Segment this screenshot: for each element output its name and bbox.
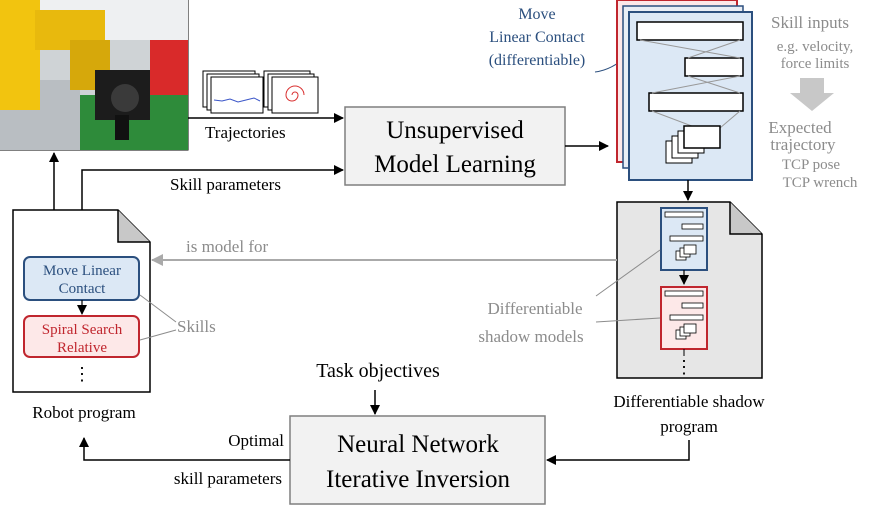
neural-network-inversion-box: Neural Network Iterative Inversion <box>289 415 546 505</box>
robot-arm-photo <box>0 0 189 151</box>
skill-inputs-line1: Skill inputs <box>771 13 849 32</box>
skill-spiral-line2: Relative <box>57 340 107 356</box>
nn-title-line2: Iterative Inversion <box>326 466 510 493</box>
shadow-to-nn-arrow <box>546 440 690 465</box>
skill-parameters-arrow <box>81 165 344 210</box>
robot-program-label: Robot program <box>32 403 135 422</box>
shadow-program-document: ⋮ <box>616 201 763 379</box>
expected-line3: TCP pose <box>782 157 841 173</box>
trajectories-label: Trajectories <box>205 123 286 142</box>
skill-inputs-line3: force limits <box>781 56 850 72</box>
expected-line1: Expected <box>768 118 832 137</box>
move-label-line3: (differentiable) <box>489 52 586 69</box>
skill-spiral-search-relative <box>23 315 140 358</box>
diff-shadow-models-line1: Differentiable <box>487 299 582 318</box>
unsupervised-title-line1: Unsupervised <box>386 117 524 144</box>
is-model-for-label: is model for <box>186 237 268 256</box>
move-label-line2: Linear Contact <box>489 29 585 46</box>
skill-spiral-line1: Spiral Search <box>42 322 123 338</box>
skills-label: Skills <box>177 317 216 336</box>
nn-title-line1: Neural Network <box>337 431 499 458</box>
robot-program-document: Move Linear Contact Spiral Search Relati… <box>12 209 151 393</box>
trajectory-plot-icon <box>202 70 264 114</box>
skill-parameters-label: Skill parameters <box>170 175 281 194</box>
optimal-label: Optimal <box>228 431 284 450</box>
differentiable-model-network <box>616 0 753 181</box>
skill-move-line2: Contact <box>59 281 106 297</box>
down-arrow-icon <box>790 78 834 111</box>
shadow-ellipsis: ⋮ <box>675 357 693 377</box>
skill-inputs-line2: e.g. velocity, <box>777 39 854 55</box>
optimal-skill-parameters-label: skill parameters <box>174 469 282 488</box>
program-ellipsis: ⋮ <box>73 364 91 384</box>
diff-shadow-models-line2: shadow models <box>478 327 583 346</box>
unsupervised-title-line2: Model Learning <box>374 151 536 178</box>
spiral-plot-icon <box>263 70 319 114</box>
unsupervised-model-learning-box: Unsupervised Model Learning <box>344 106 566 186</box>
move-label-line1: Move <box>518 6 555 23</box>
nn-to-program-arrow <box>79 437 290 461</box>
expected-line4: TCP wrench <box>783 175 858 191</box>
diff-shadow-program-line1: Differentiable shadow <box>613 392 765 411</box>
diff-shadow-program-line2: program <box>660 417 718 436</box>
skill-move-line1: Move Linear <box>43 263 121 279</box>
expected-line2: trajectory <box>770 135 836 154</box>
task-objectives-label: Task objectives <box>316 360 440 382</box>
